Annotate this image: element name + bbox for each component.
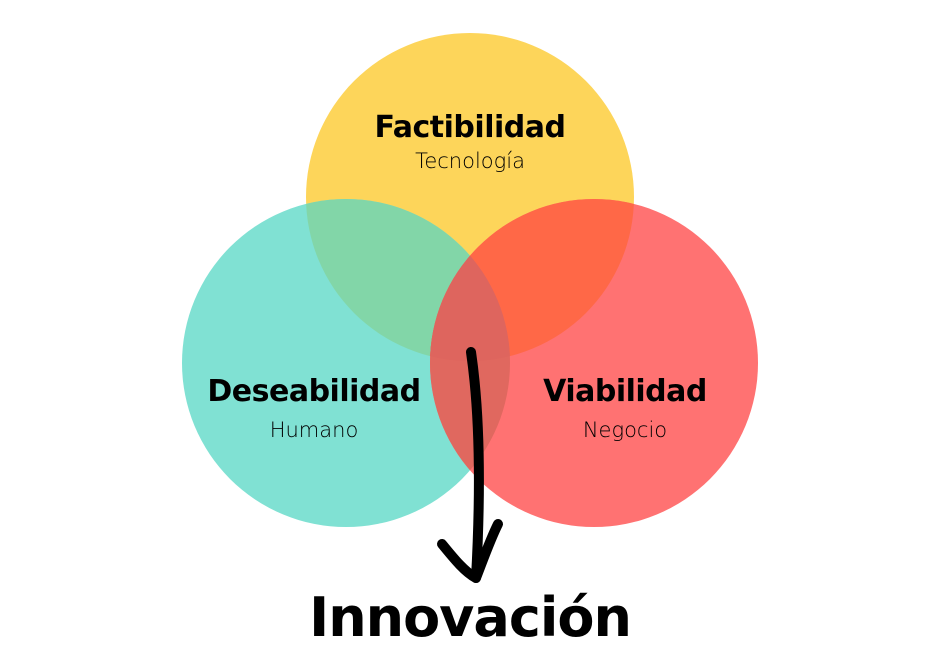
deseabilidad-title: Deseabilidad <box>207 374 421 409</box>
factibilidad-viabilidad-overlap <box>430 199 634 361</box>
viabilidad-subtitle: Negocio <box>582 418 668 442</box>
arrow-down-icon <box>437 347 503 583</box>
deseabilidad-subtitle: Humano <box>269 418 359 442</box>
factibilidad-title: Factibilidad <box>374 110 566 145</box>
viabilidad-title: Viabilidad <box>543 374 707 409</box>
factibilidad-subtitle: Tecnología <box>415 149 525 173</box>
innovation-label: Innovación <box>309 586 632 649</box>
factibilidad-deseabilidad-overlap <box>306 199 510 361</box>
